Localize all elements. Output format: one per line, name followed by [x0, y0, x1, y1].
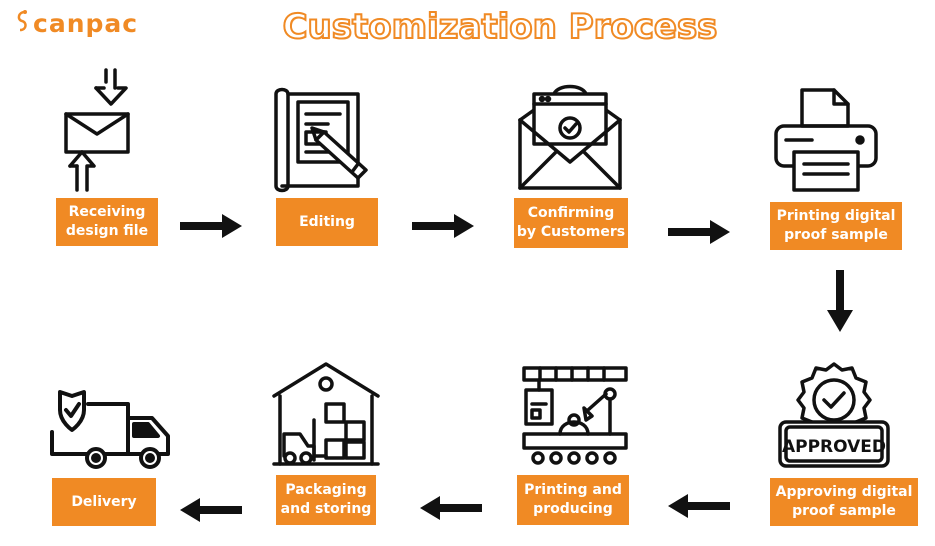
approved-stamp-icon: APPROVED	[776, 360, 892, 470]
mail-exchange-icon	[56, 66, 142, 198]
production-machine-icon	[520, 364, 630, 468]
step-label: Delivery	[71, 493, 137, 510]
envelope-check-icon	[514, 80, 626, 194]
step-receiving-design-file: Receiving design file	[56, 198, 158, 246]
blueprint-pencil-icon	[268, 86, 380, 194]
step-approving-digital-proof-sample: Approving digital proof sample	[770, 478, 918, 526]
step-label: Receiving design file	[65, 204, 149, 239]
step-confirming-by-customers: Confirming by Customers	[514, 198, 628, 248]
arrow-right-1	[180, 214, 242, 238]
delivery-truck-icon	[38, 388, 178, 474]
step-label: Confirming by Customers	[516, 205, 626, 240]
step-label: Printing and producing	[524, 482, 622, 517]
step-label: Packaging and storing	[280, 482, 372, 517]
page-title: Customization Process	[282, 6, 719, 48]
arrow-left-2	[420, 496, 482, 520]
arrow-down	[827, 270, 853, 332]
arrow-left-1	[668, 494, 730, 518]
brand-logo: canpac	[14, 8, 138, 38]
arrow-right-3	[668, 220, 730, 244]
step-label: Editing	[299, 213, 355, 230]
step-label: Approving digital proof sample	[775, 484, 913, 519]
step-delivery: Delivery	[52, 478, 156, 526]
step-printing-and-producing: Printing and producing	[517, 475, 629, 525]
arrow-right-2	[412, 214, 474, 238]
arrow-left-3	[180, 498, 242, 522]
stamp-text: APPROVED	[782, 437, 886, 457]
step-editing: Editing	[276, 198, 378, 246]
printer-icon	[772, 86, 880, 196]
step-printing-digital-proof-sample: Printing digital proof sample	[770, 202, 902, 250]
warehouse-icon	[270, 360, 382, 468]
brand-name: canpac	[33, 8, 139, 38]
step-label: Printing digital proof sample	[776, 208, 896, 243]
canpac-logo-icon	[14, 8, 30, 39]
step-packaging-and-storing: Packaging and storing	[276, 475, 376, 525]
